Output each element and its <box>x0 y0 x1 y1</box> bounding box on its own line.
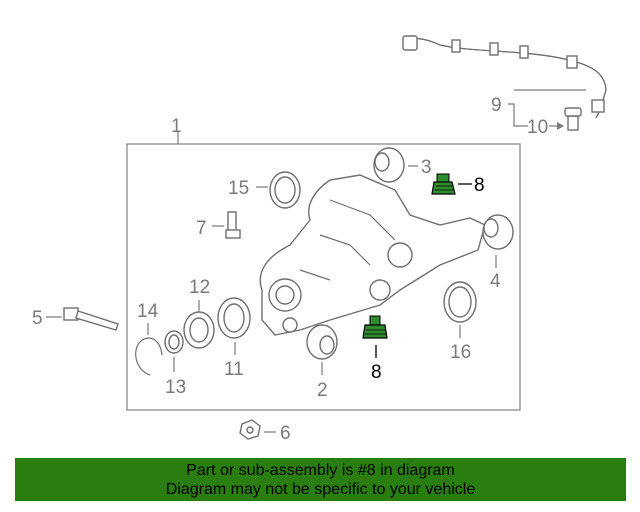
label-12: 12 <box>189 277 210 298</box>
label-16: 16 <box>450 342 471 363</box>
bolt-part-5 <box>63 307 119 331</box>
banner-line-1: Part or sub-assembly is #8 in diagram <box>186 462 455 479</box>
label-11: 11 <box>224 359 244 380</box>
label-8-lower: 8 <box>371 362 382 383</box>
label-6: 6 <box>280 423 291 444</box>
plug-part-8-lower <box>362 315 388 339</box>
label-3: 3 <box>421 157 432 178</box>
stud-part-7 <box>225 211 241 239</box>
ring-part-12 <box>183 311 215 349</box>
plug-part-8-upper <box>431 173 456 195</box>
label-1: 1 <box>171 116 182 137</box>
vent-fitting-part-10 <box>564 107 582 131</box>
label-10: 10 <box>527 117 548 138</box>
label-13: 13 <box>165 377 186 398</box>
seal-part-11 <box>217 297 251 339</box>
label-2: 2 <box>317 380 328 401</box>
label-5: 5 <box>32 308 43 329</box>
parts-diagram: 1 2 3 4 5 6 7 8 8 9 10 11 12 13 14 15 16 <box>32 35 607 444</box>
seal-part-16 <box>443 281 477 323</box>
vent-hose-part-9 <box>402 35 607 119</box>
label-4: 4 <box>490 271 501 292</box>
bushing-part-2 <box>306 324 338 360</box>
leader-arrows <box>46 165 497 433</box>
label-7: 7 <box>196 218 207 239</box>
label-8-upper: 8 <box>474 175 485 196</box>
snap-ring-part-14 <box>135 337 163 376</box>
label-9: 9 <box>491 95 502 116</box>
banner-line-2: Diagram may not be specific to your vehi… <box>165 481 476 498</box>
notice-banner: Part or sub-assembly is #8 in diagram Di… <box>15 458 626 501</box>
bushing-part-3 <box>373 147 405 183</box>
label-15: 15 <box>228 178 249 199</box>
washer-part-13 <box>164 330 184 354</box>
nut-part-6 <box>239 419 261 440</box>
seal-part-15 <box>269 171 301 209</box>
differential-housing-part-1 <box>259 174 486 336</box>
bushing-part-4 <box>482 214 514 250</box>
label-14: 14 <box>137 301 159 322</box>
